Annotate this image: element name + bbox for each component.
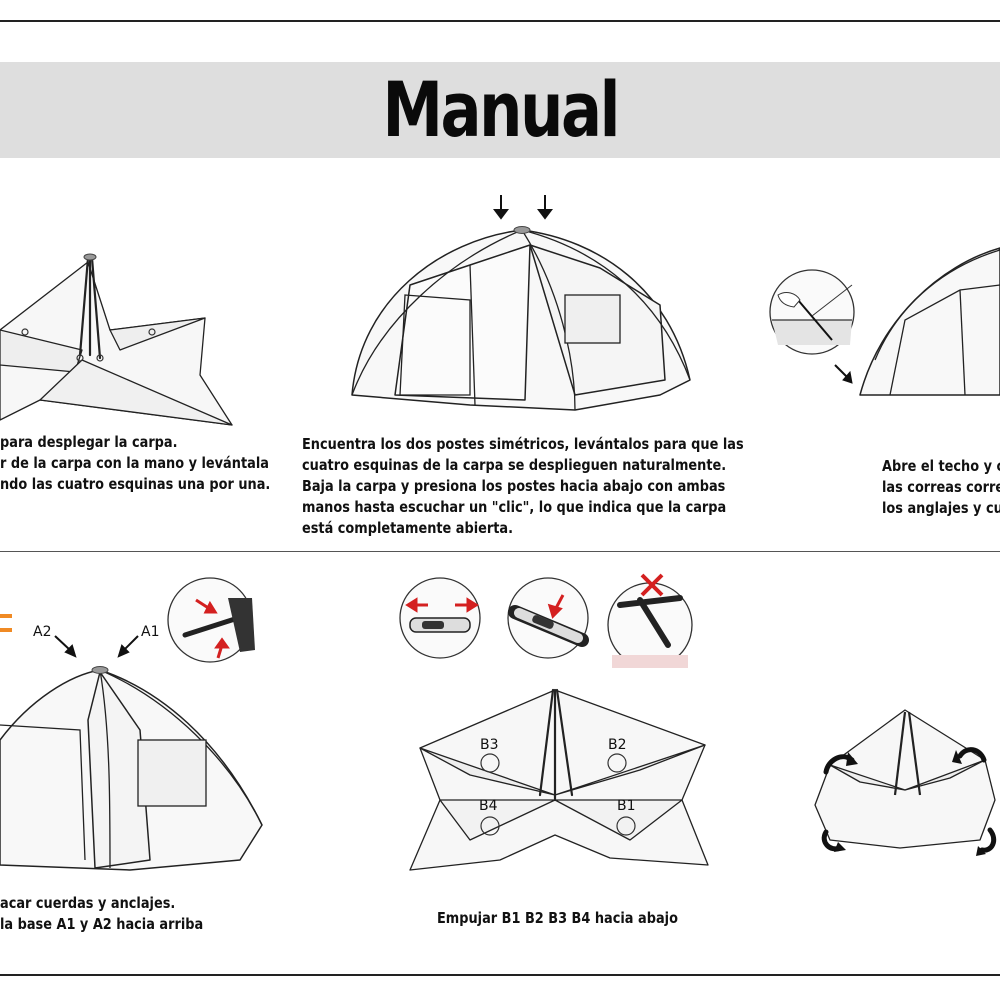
label-b3: B3 [480,737,499,753]
orange-marker [0,614,12,632]
bottom-rule [0,974,1000,976]
step2-line: está completamente abierta. [302,519,514,537]
step1-line: para desplegar la carpa. [0,433,178,451]
step4-line: acar cuerdas y anclajes. [0,894,176,912]
step5-caption: Empujar B1 B2 B3 B4 hacia abajo [437,908,678,929]
step1-caption: para desplegar la carpa. r de la carpa c… [0,432,270,495]
step4-line: la base A1 y A2 hacia arriba [0,915,204,933]
step1-line: r de la carpa con la mano y levántala [0,454,269,472]
step2-line: Encuentra los dos postes simétricos, lev… [302,435,744,453]
step5-line: Empujar B1 B2 B3 B4 hacia abajo [437,909,678,927]
step2-line: Baja la carpa y presiona los postes haci… [302,477,726,495]
step2-caption: Encuentra los dos postes simétricos, lev… [302,434,744,539]
label-a1: A1 [141,624,159,640]
fold-arrows [821,747,997,853]
page-title: Manual [382,65,620,154]
label-a2: A2 [33,624,51,640]
title-band: Manual [0,62,1000,158]
step3-caption: Abre el techo y c las correas corre los … [882,456,1000,519]
step4-caption: acar cuerdas y anclajes. la base A1 y A2… [0,893,203,935]
label-b1: B1 [617,798,636,814]
step3-line: Abre el techo y c [882,457,1000,475]
label-b2: B2 [608,737,627,753]
step3-line: las correas corre [882,478,1000,496]
step1-line: ndo las cuatro esquinas una por una. [0,475,271,493]
label-b4: B4 [479,798,498,814]
middle-rule [0,551,1000,552]
step3-line: los anglajes y cu [882,499,1000,517]
top-rule [0,20,1000,22]
step2-line: manos hasta escuchar un "clic", lo que i… [302,498,727,516]
step2-line: cuatro esquinas de la carpa se despliegu… [302,456,727,474]
wrong-x-icon [640,573,664,597]
